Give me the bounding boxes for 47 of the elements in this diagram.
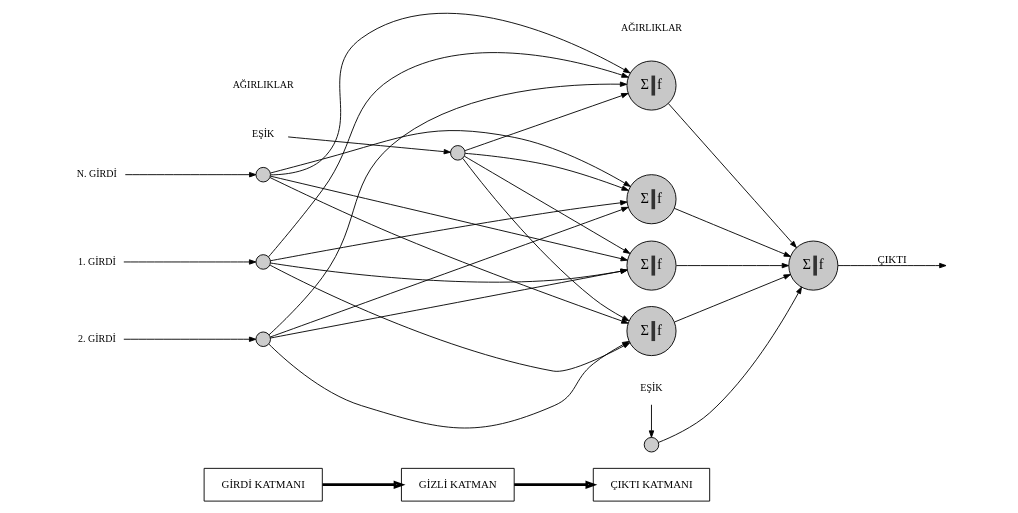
- arrow: [270, 175, 628, 262]
- node-text: 2. GİRDİ: [77, 332, 116, 344]
- arrow: [124, 172, 257, 178]
- label: AĞIRLIKLAR: [620, 21, 683, 33]
- node-circle: [255, 254, 271, 270]
- arrow: [837, 262, 947, 269]
- node-box: GİRDİ KATMANI: [203, 467, 323, 502]
- arrow: [658, 286, 802, 443]
- arrow: [462, 157, 630, 322]
- arrow: [268, 81, 628, 336]
- node-circle: [255, 331, 271, 347]
- node-text: EŞİK: [252, 128, 275, 140]
- arrow: [464, 93, 629, 152]
- arrow: [648, 404, 655, 438]
- arrow: [123, 259, 257, 265]
- arrow: [464, 152, 629, 191]
- node-circle: Σ f: [626, 240, 677, 291]
- label: AĞIRLIKLAR: [232, 79, 294, 91]
- node-box: ÇIKTI KATMANI: [592, 467, 711, 502]
- node-circle: [450, 145, 466, 161]
- node-circle: Σ f: [626, 60, 677, 111]
- arrow: [269, 177, 629, 324]
- arrow: [123, 336, 257, 342]
- arrow: [268, 52, 629, 258]
- edge-label: ÇIKTI: [877, 252, 907, 265]
- arrow: [269, 200, 628, 262]
- node-circle: Σ f: [626, 306, 677, 357]
- node-circle: Σ f: [626, 174, 677, 225]
- node-text: N. GİRDİ: [76, 168, 117, 180]
- arrow: [269, 206, 629, 338]
- arrow: [673, 207, 791, 257]
- arrow: [322, 480, 406, 489]
- arrow: [674, 274, 791, 323]
- node-circle: [643, 437, 660, 453]
- arrow: [270, 268, 628, 339]
- arrow: [514, 480, 598, 489]
- arrow: [270, 262, 628, 283]
- arrow: [287, 136, 451, 155]
- arrow: [675, 262, 790, 269]
- arrow: [463, 155, 631, 254]
- node-text: EŞİK: [640, 381, 663, 393]
- node-text: 1. GİRDİ: [77, 255, 116, 267]
- node-circle: [255, 166, 271, 183]
- arrow: [667, 103, 797, 248]
- arrow: [270, 130, 631, 187]
- arrow: [270, 12, 631, 176]
- node-box: GİZLİ KATMAN: [400, 467, 515, 502]
